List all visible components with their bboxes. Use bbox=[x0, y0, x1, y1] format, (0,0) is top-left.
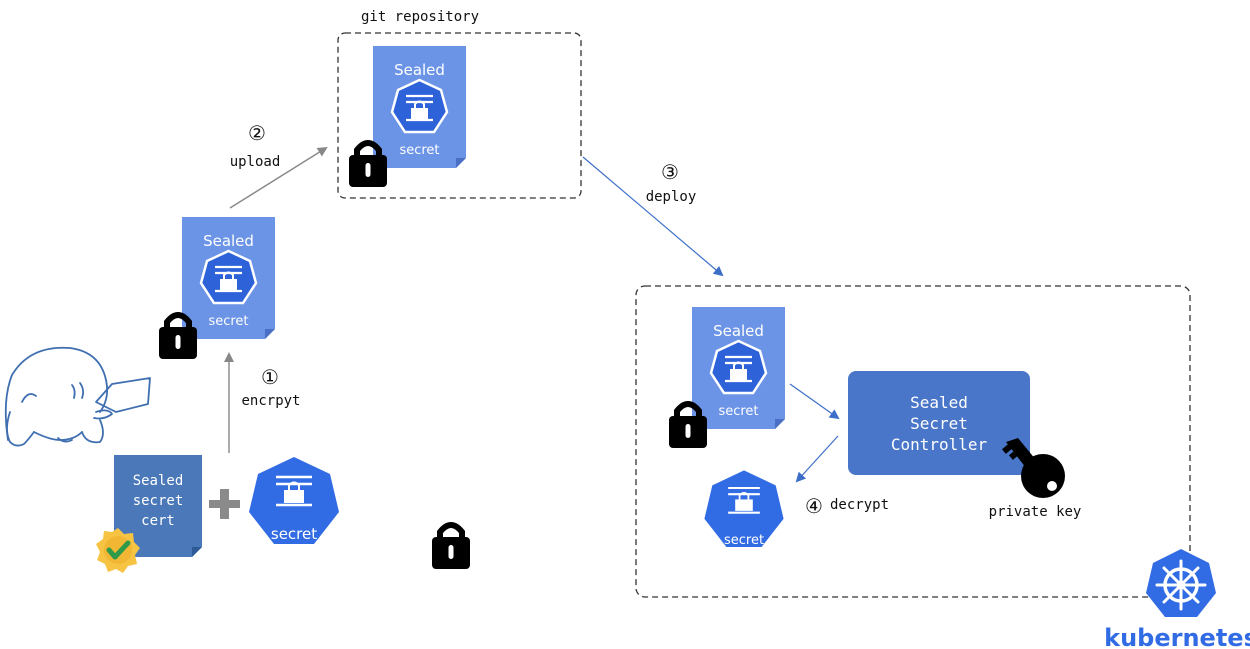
cert-line-3: cert bbox=[141, 513, 175, 529]
controller-line-3: Controller bbox=[891, 435, 988, 454]
kubernetes-secret-icon: secret bbox=[247, 455, 341, 546]
upload-label: upload bbox=[230, 154, 281, 170]
sealed-doc-title: Sealed bbox=[713, 322, 764, 340]
git-repository-label: git repository bbox=[361, 9, 479, 25]
sealed-doc-title: Sealed bbox=[203, 232, 254, 250]
padlock-icon bbox=[669, 404, 707, 448]
private-key-label: private key bbox=[989, 504, 1082, 520]
encrypt-step-number: ① bbox=[261, 365, 279, 389]
to-controller-arrow bbox=[789, 383, 840, 420]
sealed-secret-doc-local: Sealed secret bbox=[180, 215, 277, 341]
sealed-secret-doc-git: Sealed secret bbox=[371, 44, 468, 170]
sealed-doc-secret-label: secret bbox=[399, 143, 439, 158]
user-sketch-icon bbox=[4, 346, 151, 447]
private-key-icon bbox=[1002, 438, 1065, 498]
sealed-secret-cert-doc: Sealed secret cert bbox=[114, 455, 202, 557]
sealed-doc-title: Sealed bbox=[394, 61, 445, 79]
verified-badge-icon bbox=[96, 528, 140, 573]
controller-line-1: Sealed bbox=[910, 393, 968, 412]
upload-step-number: ② bbox=[248, 121, 266, 145]
git-repository-box bbox=[337, 32, 582, 199]
decrypt-label: decrypt bbox=[830, 497, 889, 513]
decrypt-arrow bbox=[795, 435, 839, 483]
deploy-label: deploy bbox=[646, 189, 697, 205]
kubernetes-logo-icon bbox=[1146, 549, 1216, 617]
sealed-secret-controller: Sealed Secret Controller bbox=[848, 371, 1030, 475]
kubernetes-wordmark: kubernetes bbox=[1104, 624, 1250, 649]
plus-icon bbox=[209, 489, 240, 519]
padlock-icon bbox=[349, 143, 387, 187]
controller-line-2: Secret bbox=[910, 414, 968, 433]
deploy-arrow bbox=[582, 156, 724, 277]
encrypt-label: encrpyt bbox=[241, 393, 300, 409]
sealed-secret-doc-cluster: Sealed secret bbox=[690, 305, 787, 431]
sealed-doc-secret-label: secret bbox=[718, 404, 758, 419]
padlock-icon bbox=[159, 315, 197, 359]
decrypted-secret-icon: secret bbox=[703, 469, 785, 549]
cert-line-2: secret bbox=[133, 493, 184, 509]
kubernetes-cluster-box bbox=[635, 285, 1191, 598]
secret-label: secret bbox=[271, 525, 317, 543]
secret-label: secret bbox=[724, 533, 764, 548]
sealed-doc-secret-label: secret bbox=[208, 314, 248, 329]
upload-arrow bbox=[229, 146, 328, 209]
deploy-step-number: ③ bbox=[661, 160, 679, 184]
decrypt-step-number: ④ bbox=[805, 494, 823, 518]
cert-line-1: Sealed bbox=[133, 473, 184, 489]
padlock-icon bbox=[432, 525, 470, 569]
